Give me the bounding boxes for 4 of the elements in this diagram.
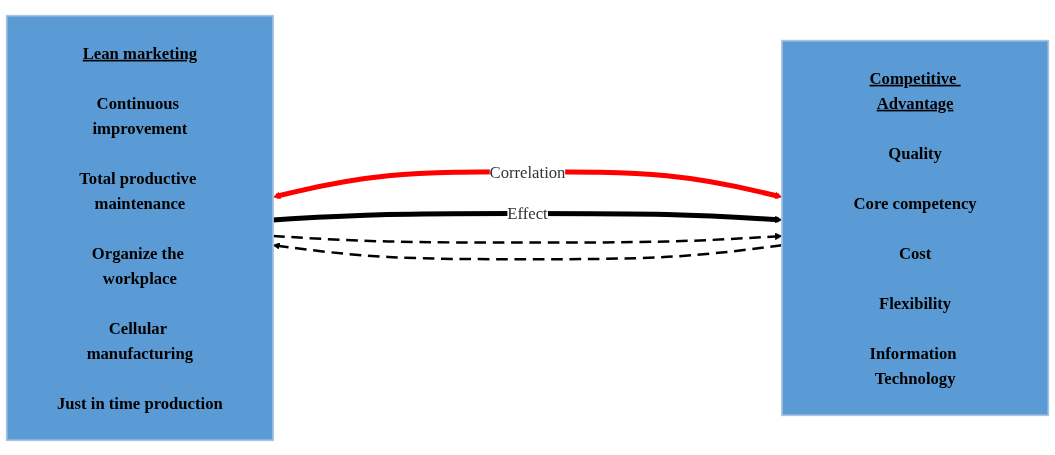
edge-label: Correlation	[489, 162, 566, 181]
node-box: Lean marketing Continuous improvement Total productive maintenance Organize the workplace Cellular manufacturing Just in time production	[5, 14, 274, 441]
edge-label: Effect	[507, 203, 548, 223]
node-box: Competitive Advantage Quality Core competency Cost Flexibility Information Technology	[781, 39, 1050, 416]
